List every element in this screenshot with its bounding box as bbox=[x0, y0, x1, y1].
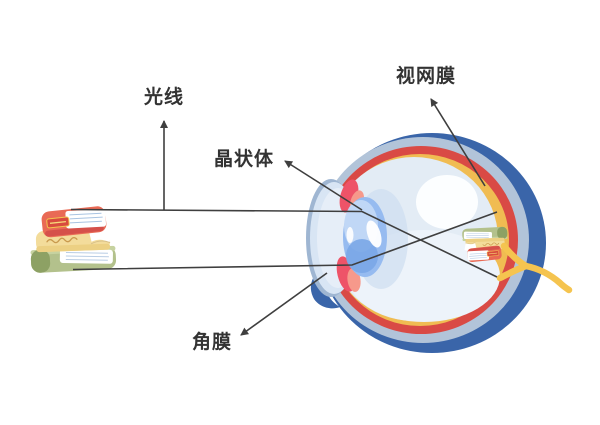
light-ray-top bbox=[70, 208, 498, 278]
label-light-ray: 光线 bbox=[144, 87, 185, 108]
label-retina: 视网膜 bbox=[396, 66, 457, 87]
label-cornea: 角膜 bbox=[192, 332, 233, 353]
cornea-pointer-line bbox=[240, 272, 328, 336]
retina-pointer-line bbox=[430, 98, 486, 187]
vitreous-highlight bbox=[416, 175, 478, 229]
light-ray-bottom bbox=[72, 211, 498, 271]
label-lens: 晶状体 bbox=[214, 149, 275, 170]
lens-pointer-line bbox=[284, 160, 363, 211]
light-rays bbox=[70, 120, 498, 278]
eyeball bbox=[306, 133, 573, 353]
lens-highlight-crescent bbox=[366, 220, 382, 248]
lens-highlight-small bbox=[346, 227, 354, 243]
label-pointers bbox=[240, 98, 486, 336]
book-stack-object bbox=[29, 204, 118, 274]
optic-nerve bbox=[496, 242, 573, 294]
inverted-retinal-image bbox=[461, 226, 508, 263]
